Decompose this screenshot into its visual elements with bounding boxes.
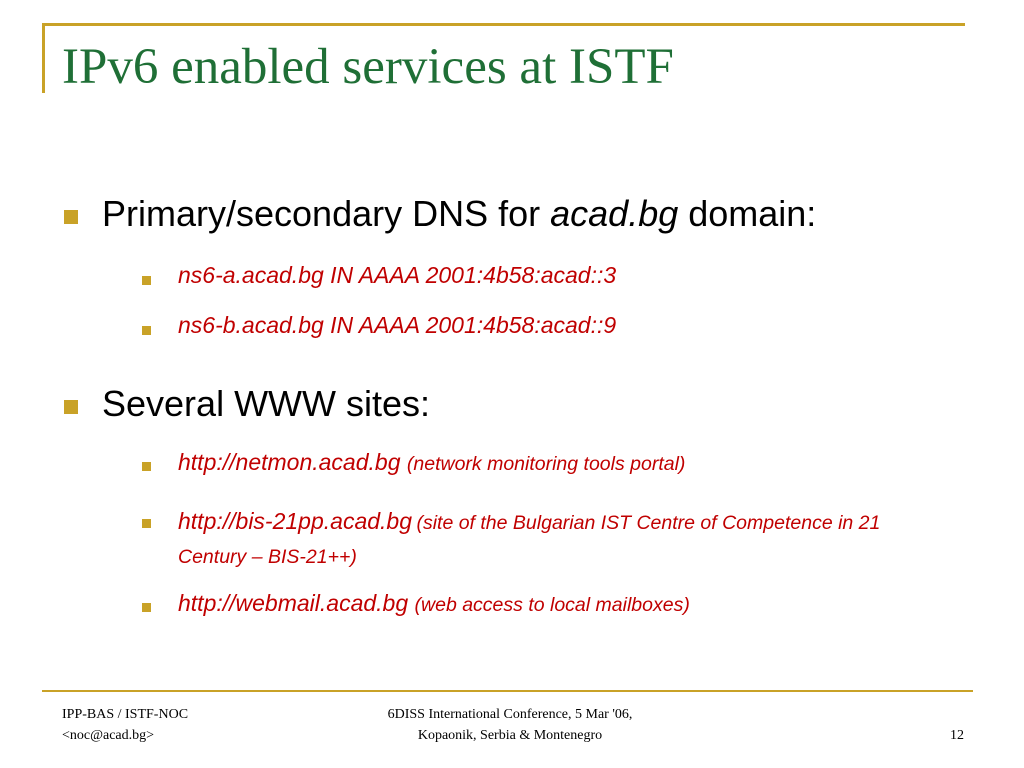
dns-record-item: ns6-b.acad.bg IN AAAA 2001:4b58:acad::9	[178, 312, 617, 338]
site-description: (network monitoring tools portal)	[406, 453, 686, 475]
bullet-square-small-icon	[142, 462, 151, 471]
bullet-square-small-icon	[142, 276, 151, 285]
bullet-square-small-icon	[142, 326, 151, 335]
footer-location: Kopaonik, Serbia & Montenegro	[417, 728, 603, 743]
frame-top-rule	[43, 23, 965, 26]
dns-record-item: ns6-a.acad.bg IN AAAA 2001:4b58:acad::3	[178, 262, 617, 288]
site-item: http://bis-21pp.acad.bg (site of the Bul…	[178, 505, 918, 575]
site-url[interactable]: http://webmail.acad.bg	[178, 590, 409, 616]
footer-left: IPP-BAS / ISTF-NOC <noc@acad.bg>	[62, 704, 188, 746]
heading-text: domain:	[678, 193, 817, 234]
section-heading-dns: Primary/secondary DNS for acad.bg domain…	[102, 192, 816, 235]
site-url[interactable]: http://netmon.acad.bg	[178, 449, 401, 475]
footer-center: 6DISS International Conference, 5 Mar '0…	[340, 704, 680, 746]
site-description: (site of the Bulgarian IST Centre of Com…	[178, 512, 881, 568]
site-url[interactable]: http://bis-21pp.acad.bg	[178, 508, 412, 534]
site-item: http://webmail.acad.bg (web access to lo…	[178, 590, 690, 618]
bullet-square-small-icon	[142, 519, 151, 528]
page-number: 12	[950, 728, 964, 743]
bullet-square-icon	[64, 210, 78, 224]
footer-event: 6DISS International Conference, 5 Mar '0…	[387, 707, 633, 722]
frame-left-rule	[42, 23, 45, 93]
site-item: http://netmon.acad.bg (network monitorin…	[178, 449, 685, 477]
bullet-square-small-icon	[142, 603, 151, 612]
heading-text: Primary/secondary DNS for	[102, 193, 551, 234]
heading-domain: acad.bg	[550, 193, 679, 234]
section-heading-www: Several WWW sites:	[102, 383, 431, 424]
footer-rule	[42, 690, 973, 692]
bullet-square-icon	[64, 400, 78, 414]
footer-email: <noc@acad.bg>	[62, 728, 155, 743]
footer-organization: IPP-BAS / ISTF-NOC	[62, 707, 189, 722]
slide-title: IPv6 enabled services at ISTF	[62, 39, 674, 95]
site-description: (web access to local mailboxes)	[414, 594, 690, 616]
